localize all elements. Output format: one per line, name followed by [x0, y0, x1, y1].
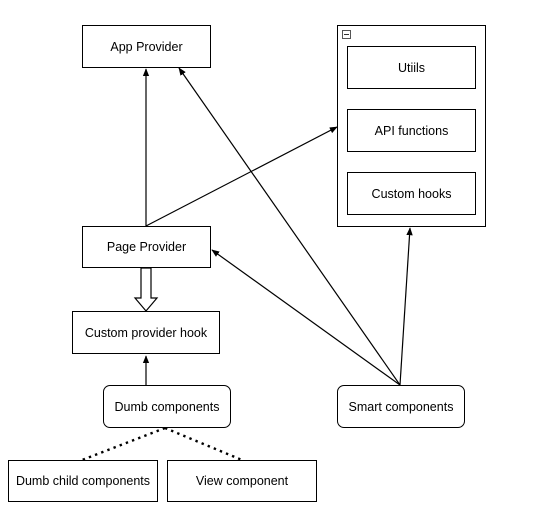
edge-smart-to-page	[211, 249, 401, 386]
edge-page-to-hook-block-arrow	[133, 267, 159, 312]
custom-provider-hook-label: Custom provider hook	[84, 325, 208, 340]
edge-smart-to-container	[399, 227, 413, 386]
edge-page-to-container	[145, 126, 338, 227]
custom-provider-hook-node: Custom provider hook	[72, 311, 220, 354]
dumb-components-node: Dumb components	[103, 385, 231, 428]
api-functions-label: API functions	[374, 123, 449, 138]
page-provider-label: Page Provider	[106, 240, 187, 254]
dumb-child-components-node: Dumb child components	[8, 460, 158, 502]
utils-node: Utiils	[347, 46, 476, 89]
edge-dumb-to-view	[164, 426, 243, 462]
view-component-label: View component	[195, 474, 289, 488]
custom-hooks-node: Custom hooks	[347, 172, 476, 215]
collapse-icon[interactable]	[342, 30, 351, 39]
dumb-components-label: Dumb components	[114, 399, 220, 414]
view-component-node: View component	[167, 460, 317, 502]
smart-components-label: Smart components	[348, 399, 454, 414]
app-provider-label: App Provider	[110, 39, 183, 54]
edge-smart-to-app	[178, 67, 401, 386]
smart-components-node: Smart components	[337, 385, 465, 428]
page-provider-node: Page Provider	[82, 226, 211, 268]
edge-dumb-to-dumb-child	[81, 426, 166, 462]
dumb-child-components-label: Dumb child components	[15, 474, 151, 488]
custom-hooks-label: Custom hooks	[371, 186, 452, 201]
api-functions-node: API functions	[347, 109, 476, 152]
app-provider-node: App Provider	[82, 25, 211, 68]
utils-label: Utiils	[397, 60, 426, 75]
